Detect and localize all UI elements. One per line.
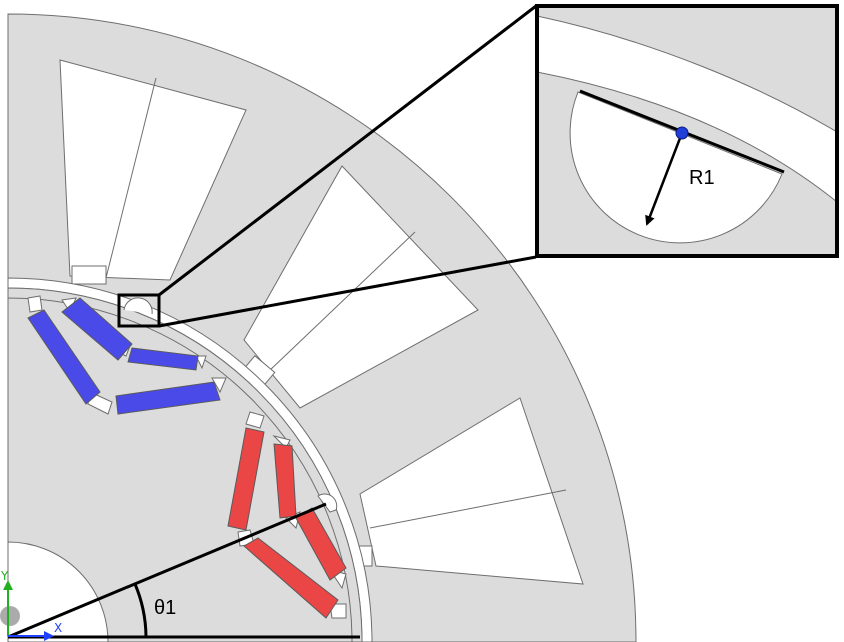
zoom-inset-frame: [535, 4, 839, 258]
magnet-block: [243, 537, 339, 619]
magnet-block: [27, 309, 101, 405]
zoom-leader-line: [158, 255, 537, 328]
radius-dimension-arrow: [645, 132, 684, 226]
x-axis-label: X: [54, 621, 62, 635]
slot-openings: [71, 265, 373, 567]
zoom-stator-steel: [537, 6, 837, 133]
notch-center-point: [675, 126, 689, 140]
zoom-notch: [569, 91, 783, 244]
stator-slots: [59, 59, 584, 585]
magnets-north: [27, 297, 221, 415]
magnet-block: [127, 347, 199, 371]
angle-label: θ1: [154, 597, 176, 619]
slot-divider-lines: [105, 77, 567, 529]
zoom-inset: R1: [535, 4, 839, 258]
detail-region-box: [117, 293, 161, 328]
origin-marker: [0, 606, 20, 626]
coordinate-triad: Y X: [0, 569, 62, 641]
y-axis-label: Y: [0, 569, 9, 583]
magnet-block: [115, 381, 221, 415]
magnets-south: [227, 427, 347, 619]
zoom-leader-line: [158, 4, 537, 297]
stator-slot: [243, 165, 479, 409]
angle-arc: [133, 583, 148, 638]
rotor-notch: [123, 297, 153, 315]
magnet-block: [61, 297, 133, 361]
stator-slot: [359, 397, 584, 585]
magnet-block: [227, 427, 265, 531]
radius-label: R1: [689, 167, 715, 189]
rotor-notch: [317, 493, 338, 513]
angle-ray-line: [7, 502, 327, 639]
stator-slot: [59, 59, 247, 281]
shaft-hole: [7, 541, 109, 642]
